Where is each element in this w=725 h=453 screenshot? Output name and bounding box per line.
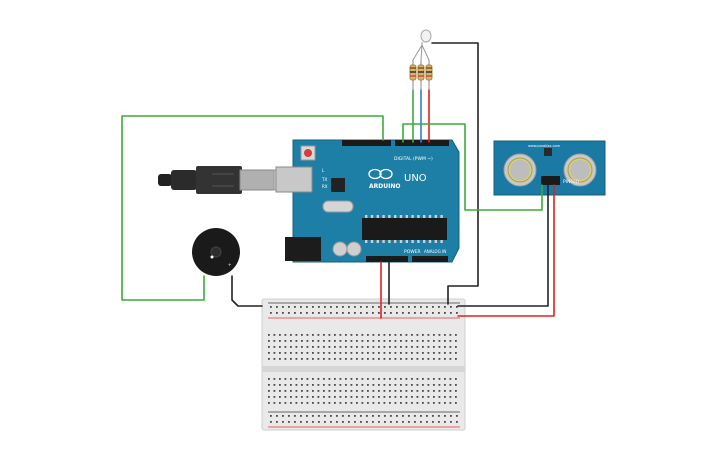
l-led-label: L <box>322 168 325 173</box>
capacitor <box>332 241 348 257</box>
resistor-1[interactable] <box>409 60 417 90</box>
digital-header-left[interactable] <box>342 140 391 146</box>
wire-sensor-ground[interactable] <box>457 184 549 307</box>
sensor-title: PING))) <box>563 179 579 185</box>
resistor-2[interactable] <box>417 60 425 90</box>
piezo-buzzer[interactable]: + <box>192 228 240 276</box>
buzzer-pin-marker <box>210 255 214 259</box>
crystal <box>322 200 354 213</box>
arduino-uno-board[interactable]: DIGITAL (PWM ~) POWER ANALOG IN L TX RX … <box>275 139 460 263</box>
arduino-logo <box>368 168 393 180</box>
svg-text:+: + <box>228 262 231 267</box>
wires <box>121 42 555 319</box>
resistors <box>409 44 433 90</box>
breadboard-bottom-rails <box>268 411 460 428</box>
analog-header[interactable] <box>412 256 448 262</box>
usb-chip <box>331 178 345 192</box>
sensor-site: www.parallax.com <box>528 144 561 148</box>
tx-label: TX <box>321 177 327 182</box>
wire-led-ground[interactable] <box>431 42 479 305</box>
atmega-chip <box>362 218 447 240</box>
breadboard-holes <box>268 306 458 423</box>
breadboard[interactable] <box>261 298 466 431</box>
sensor-pin-header[interactable] <box>541 176 560 185</box>
digital-label: DIGITAL (PWM ~) <box>394 156 433 162</box>
usb-cable <box>158 166 297 194</box>
breadboard-top-rails <box>268 302 460 319</box>
power-header[interactable] <box>366 256 408 262</box>
wire-sensor-signal[interactable] <box>402 123 543 211</box>
arduino-model: UNO <box>404 173 427 184</box>
power-label: POWER <box>404 249 421 255</box>
wire-sensor-power[interactable] <box>457 184 555 317</box>
analog-label: ANALOG IN <box>424 249 446 254</box>
resistor-3[interactable] <box>425 60 433 90</box>
wire-buzzer-signal[interactable] <box>121 115 384 301</box>
wire-buzzer-ground[interactable] <box>231 275 263 307</box>
digital-header-right[interactable] <box>395 140 449 146</box>
capacitor <box>346 241 362 257</box>
rgb-led[interactable] <box>420 29 432 46</box>
ultrasonic-sensor[interactable]: www.parallax.com PING))) <box>493 140 606 196</box>
power-jack <box>285 237 321 261</box>
rx-label: RX <box>322 184 328 189</box>
arduino-brand: ARDUINO <box>369 183 400 190</box>
usb-port <box>275 166 313 193</box>
